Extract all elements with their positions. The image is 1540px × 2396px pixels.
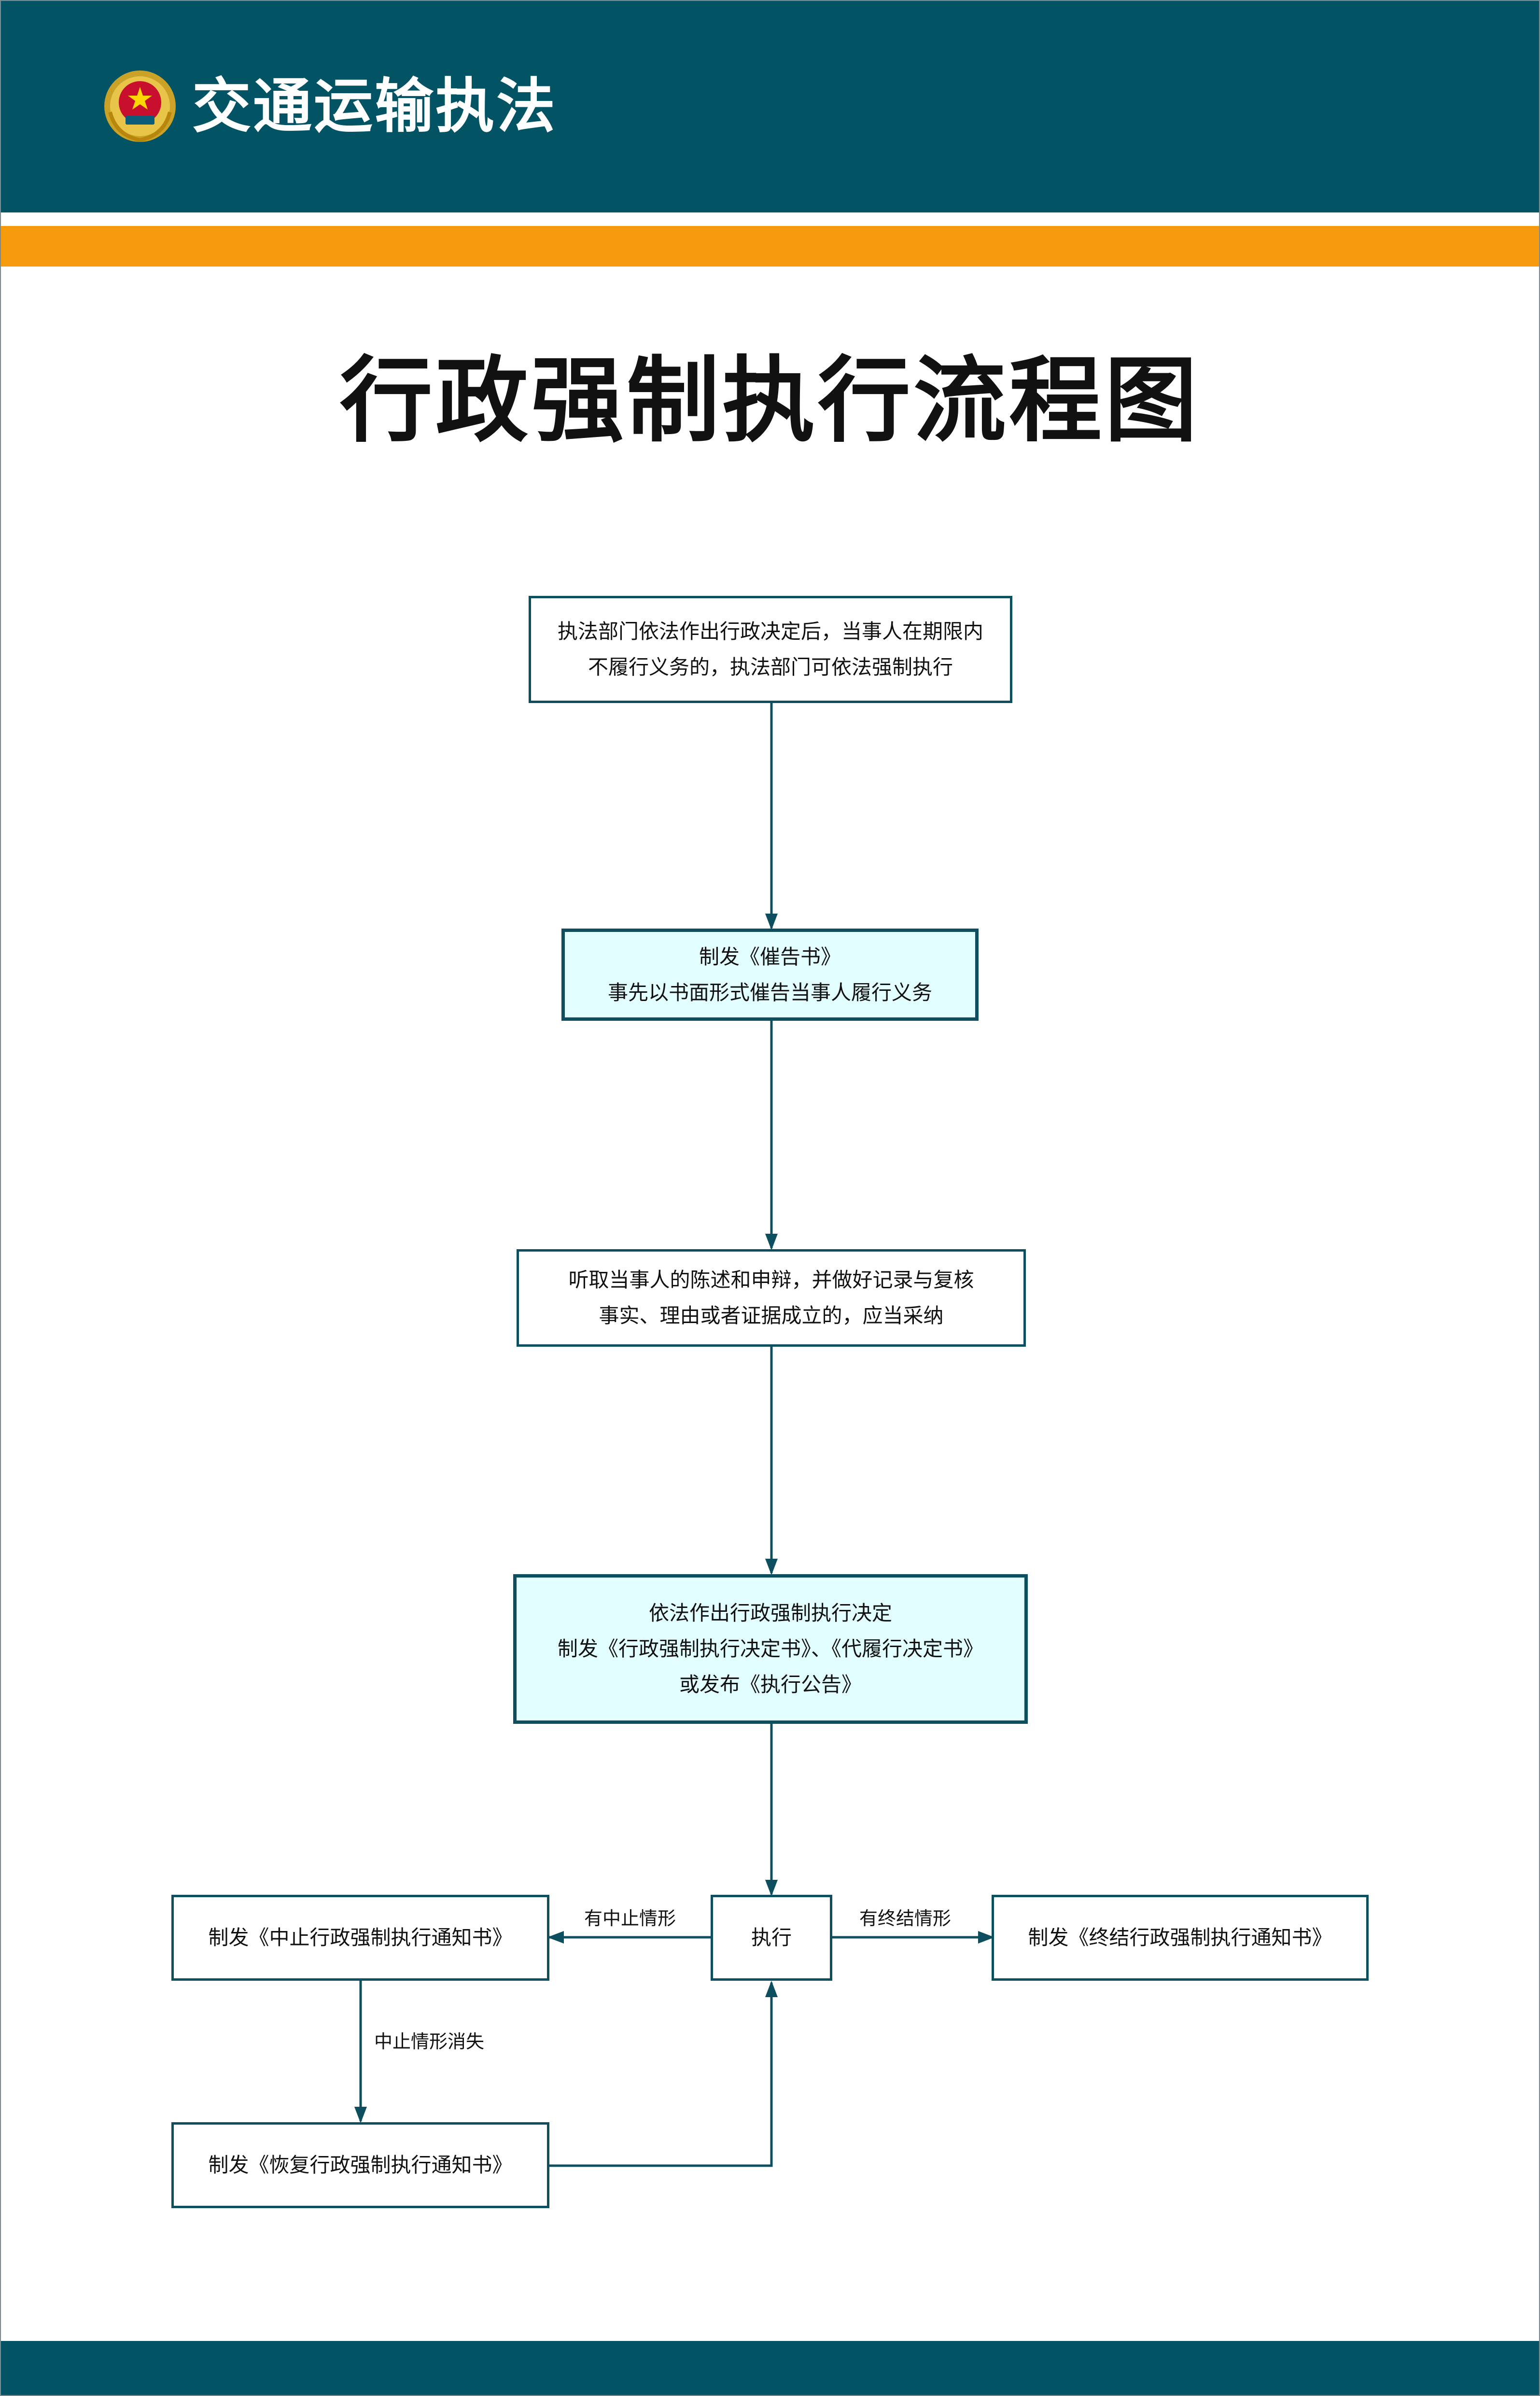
- node-resume-notice: 制发《恢复行政强制执行通知书》: [171, 2122, 549, 2208]
- node-reminder-line-1: 制发《催告书》: [699, 944, 841, 969]
- accent-bar: [0, 226, 1540, 267]
- node-decision: 依法作出行政强制执行决定 制发《行政强制执行决定书》、《代履行决定书》 或发布《…: [513, 1574, 1028, 1724]
- node-suspend-notice: 制发《中止行政强制执行通知书》: [171, 1895, 549, 1981]
- edge-label-suspend-ended: 中止情形消失: [374, 2031, 485, 2052]
- node-decision-line-2: 制发《行政强制执行决定书》、《代履行决定书》: [557, 1637, 983, 1661]
- node-hearing-line-2: 事实、理由或者证据成立的，应当采纳: [599, 1304, 944, 1327]
- node-decision-line-1: 依法作出行政强制执行决定: [648, 1601, 892, 1625]
- node-hearing-line-1: 听取当事人的陈述和申辩，并做好记录与复核: [568, 1268, 974, 1292]
- footer-band: [0, 2341, 1540, 2396]
- brand-title: 交通运输执法: [192, 72, 557, 141]
- node-hearing: 听取当事人的陈述和申辩，并做好记录与复核 事实、理由或者证据成立的，应当采纳: [517, 1249, 1026, 1347]
- node-terminate-notice-label: 制发《终结行政强制执行通知书》: [1028, 1926, 1332, 1949]
- header-band: [0, 0, 1540, 212]
- node-execute: 执行: [711, 1895, 832, 1981]
- edge-label-suspend: 有中止情形: [584, 1908, 676, 1929]
- node-suspend-notice-label: 制发《中止行政强制执行通知书》: [208, 1926, 513, 1949]
- node-decision-line-3: 或发布《执行公告》: [679, 1673, 862, 1696]
- node-resume-notice-label: 制发《恢复行政强制执行通知书》: [208, 2153, 513, 2177]
- node-reminder: 制发《催告书》 事先以书面形式催告当事人履行义务: [561, 929, 979, 1021]
- node-start-line-2: 不履行义务的，执法部门可依法强制执行: [588, 655, 953, 679]
- edge-label-terminate: 有终结情形: [859, 1908, 952, 1929]
- emblem-icon: [104, 70, 176, 142]
- node-terminate-notice: 制发《终结行政强制执行通知书》: [992, 1895, 1369, 1981]
- edge-resume-to-execute: [548, 1981, 778, 2167]
- node-execute-label: 执行: [751, 1926, 792, 1949]
- node-start-line-1: 执法部门依法作出行政决定后，当事人在期限内: [557, 620, 983, 643]
- page-title: 行政强制执行流程图: [340, 346, 1200, 455]
- node-start: 执法部门依法作出行政决定后，当事人在期限内 不履行义务的，执法部门可依法强制执行: [529, 596, 1012, 703]
- node-reminder-line-2: 事先以书面形式催告当事人履行义务: [607, 980, 932, 1004]
